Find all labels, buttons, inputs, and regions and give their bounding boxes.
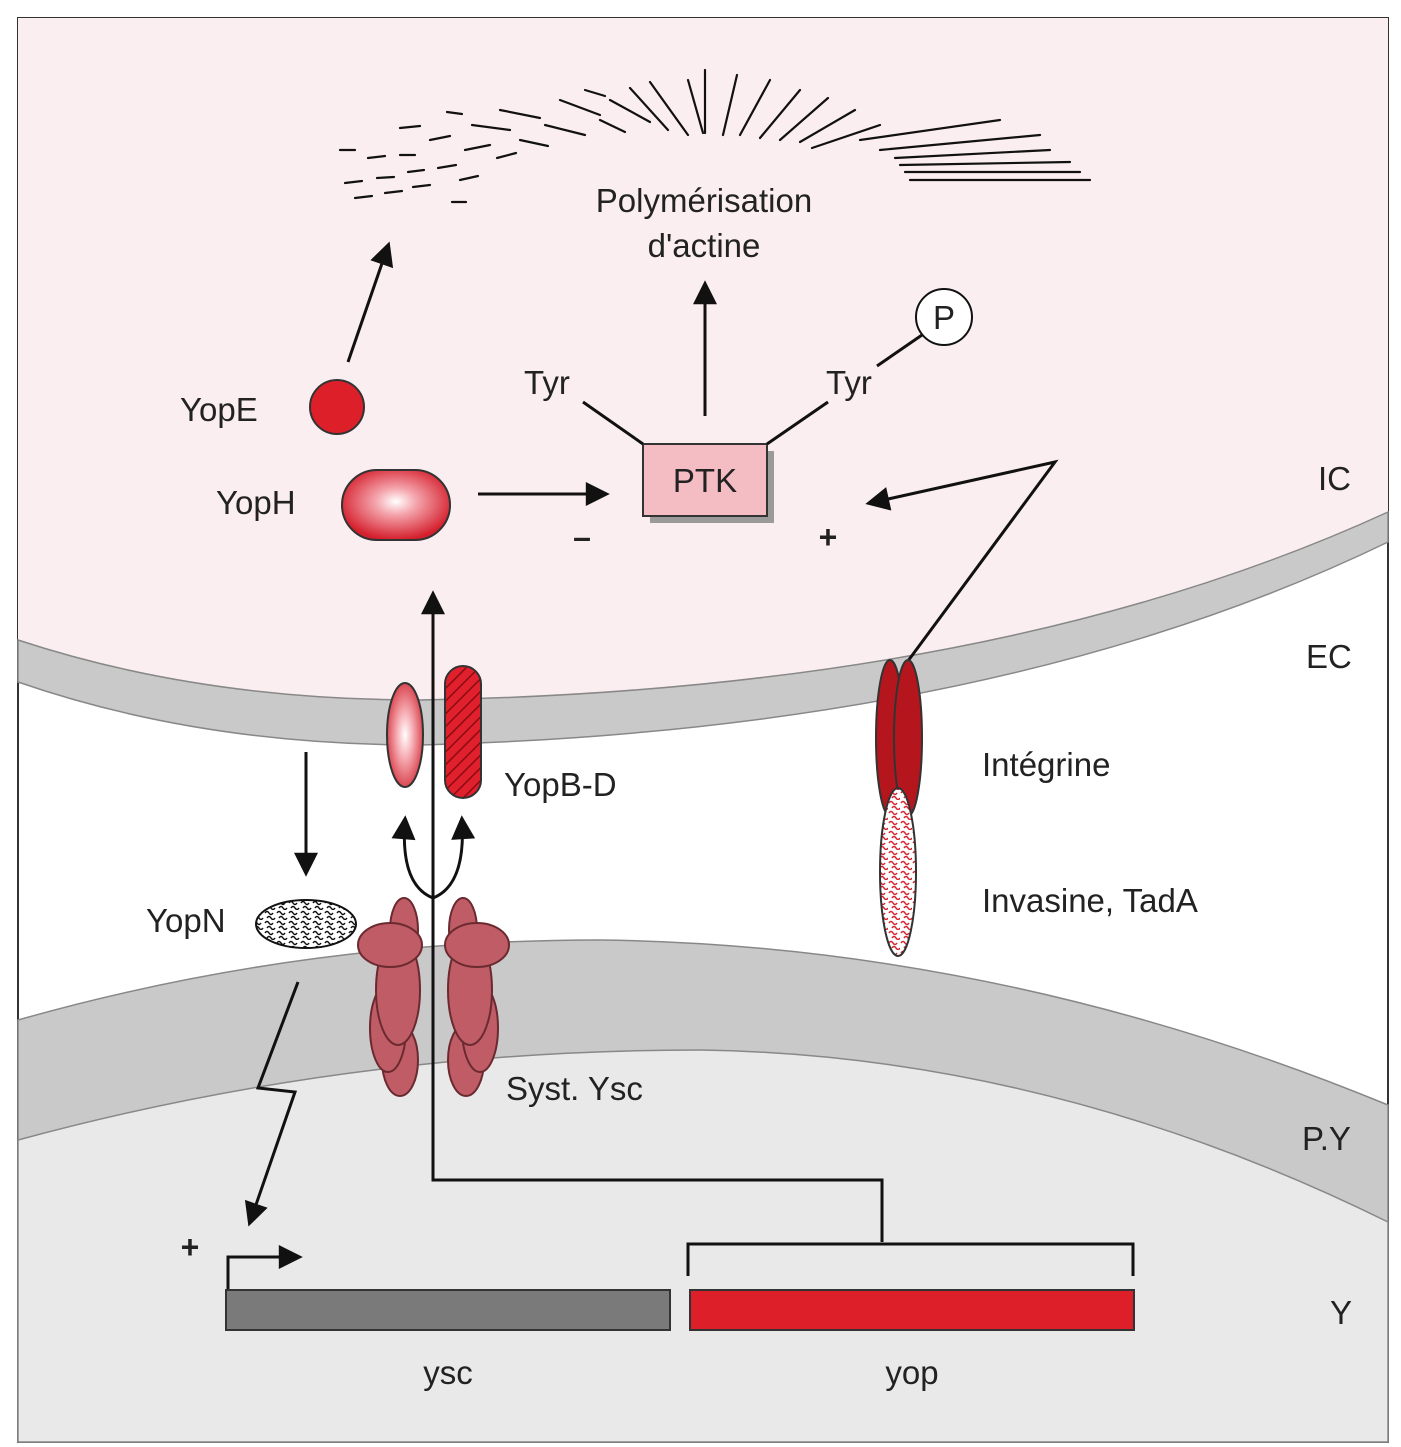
yop-bracket [686,1242,1135,1276]
ptk-box [642,443,768,517]
phospho-circle [915,288,973,346]
plus-ptk-sign: + [819,519,838,555]
yopb-pore-left [386,682,424,788]
yope-arrow [346,241,394,363]
host-membrane [17,510,1389,746]
compartment-ec: EC [1306,638,1352,675]
ysc-system-label: Syst. Ysc [506,1070,643,1107]
ptk-label: PTK [673,462,737,499]
yopbd-label: YopB-D [504,766,617,803]
gene-yop-bar [689,1289,1135,1331]
actin-label-line1: Polymérisation [596,182,812,219]
insertion-arrow-right [432,815,476,900]
invasine-label: Invasine, TadA [982,882,1198,919]
yoph-label: YopH [216,484,296,521]
ysc-secretion-system [357,897,510,1097]
insertion-arrow-left [391,815,434,900]
gene-yop-label: yop [885,1354,938,1391]
yopn-signal-bolt [244,981,300,1227]
tyr-left-link [582,400,644,446]
minus-sign: – [573,519,591,555]
actin-filaments [338,68,1092,204]
gene-ysc-bar [225,1289,671,1331]
gene-ysc-label: ysc [423,1354,473,1391]
tyr-right-link [766,400,829,446]
compartment-y: Y [1330,1294,1352,1331]
compartment-py: P.Y [1302,1120,1351,1157]
tyr-right-label: Tyr [826,364,872,401]
yopn-label: YopN [146,902,226,939]
phospho-link [876,333,923,368]
tyr-left-label: Tyr [524,364,570,401]
yoph-protein [341,469,451,541]
integrin-signal-arrow [865,459,1059,666]
yope-label: YopE [180,391,258,428]
yope-protein [309,379,365,435]
yopn-protein [255,899,357,949]
phospho-label: P [933,299,955,336]
bacterial-cytoplasm [17,1049,1389,1443]
plus-promoter-sign: + [181,1229,200,1265]
actin-label-line2: d'actine [648,227,761,264]
integrine-label: Intégrine [982,746,1110,783]
invasin-protein [879,787,917,957]
host-cytoplasm [18,18,1388,722]
compartment-ic: IC [1318,460,1351,497]
promoter-arrow [226,1245,303,1290]
yopd-pore-right [444,665,482,799]
secretion-path [421,590,884,1242]
